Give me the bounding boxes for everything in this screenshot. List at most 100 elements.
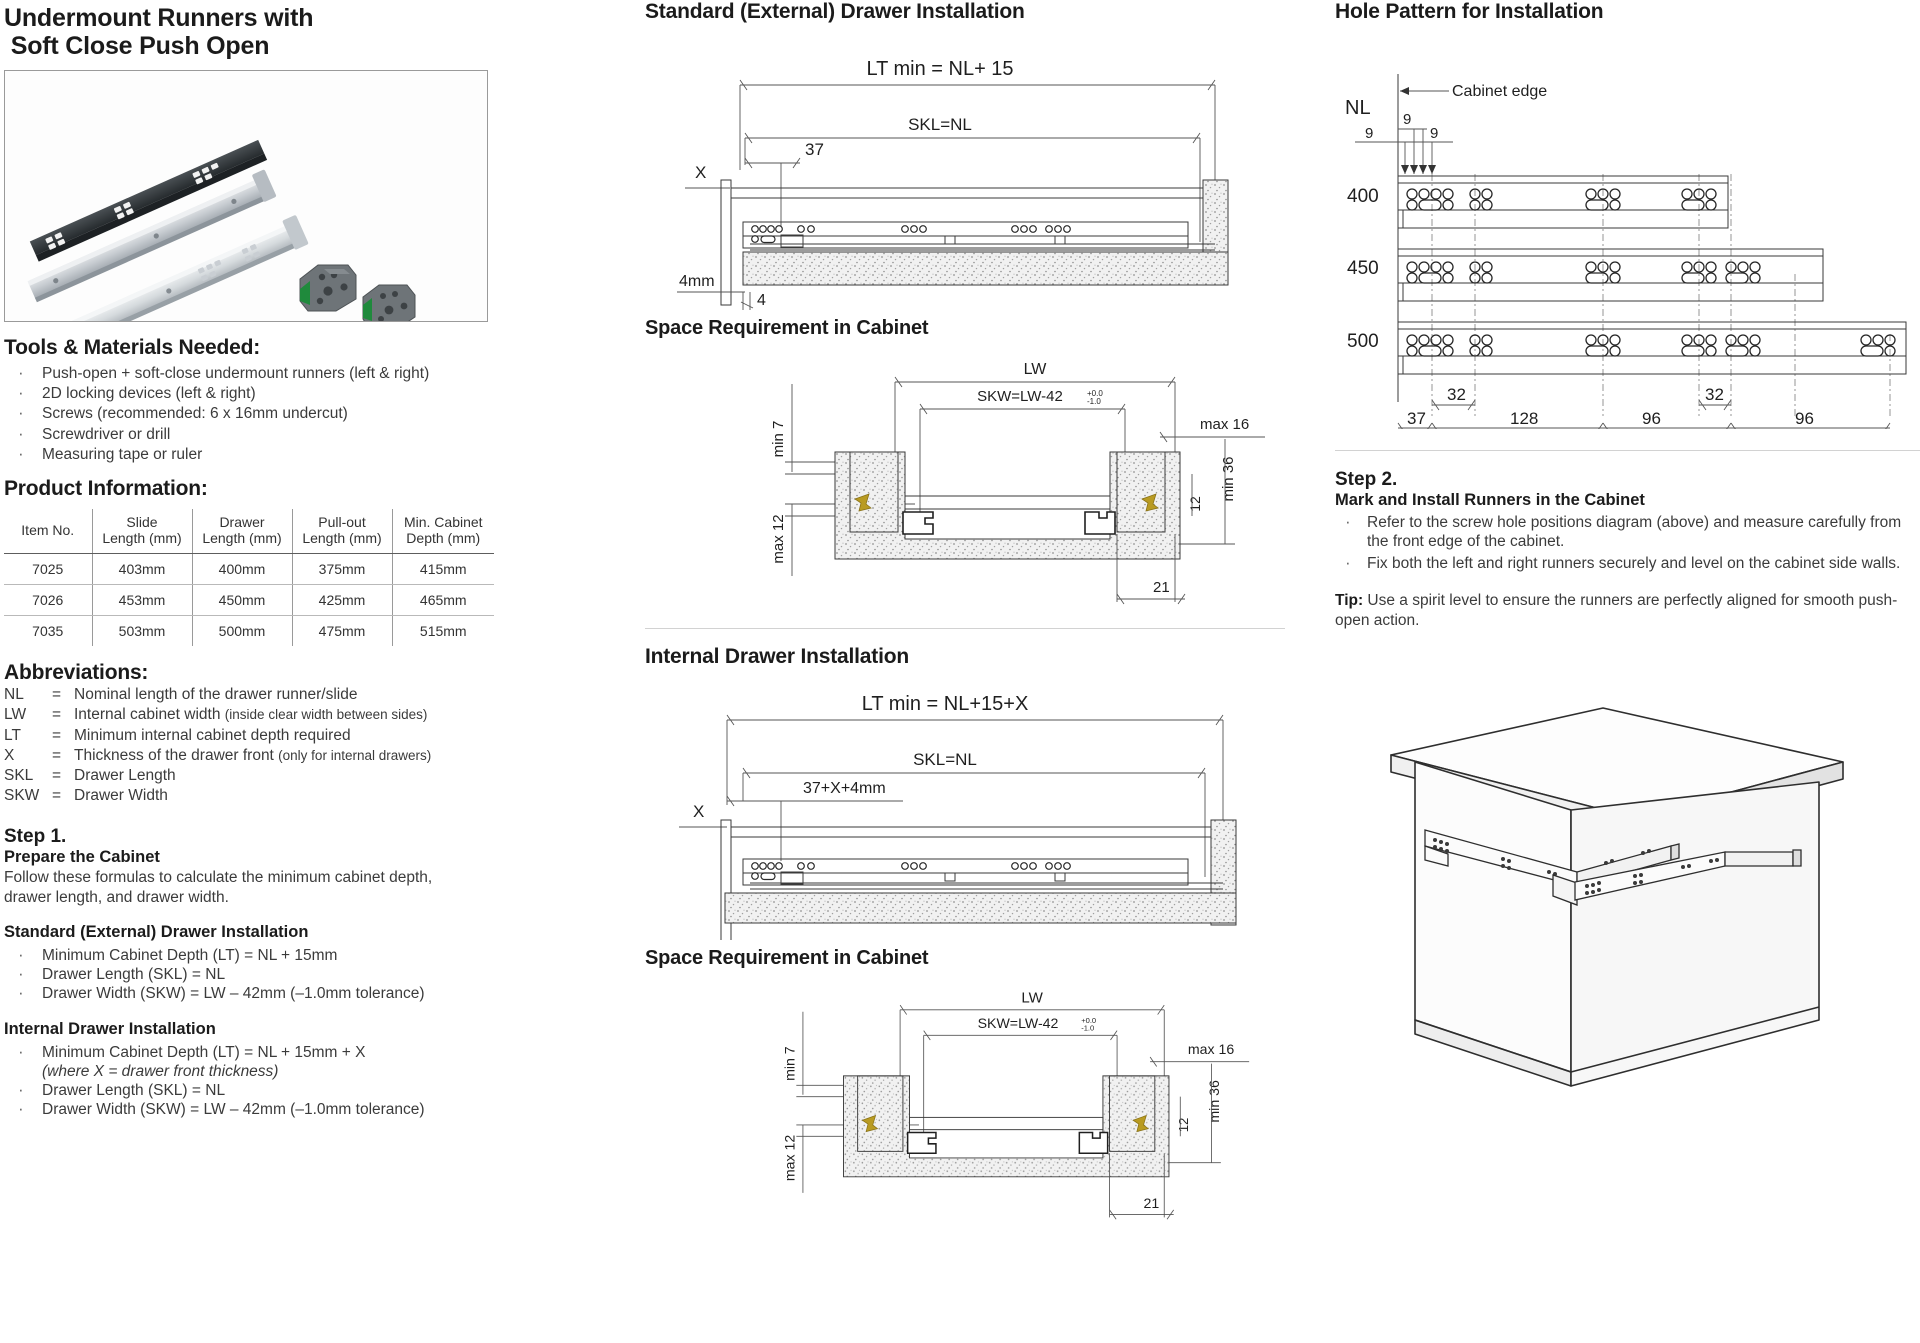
dim-9-left: 9 [1365,125,1373,142]
dim-x-label: X [695,163,706,182]
hole-nl-label: NL [1345,97,1371,119]
dim-skw-label-2: SKW=LW-42 [978,1015,1059,1031]
cell-pullout-length: 425mm [292,584,393,617]
internal-install-list: Minimum Cabinet Depth (LT) = NL + 15mm +… [4,1041,612,1120]
abbreviations-heading: Abbreviations: [4,661,149,685]
list-item: Minimum Cabinet Depth (LT) = NL + 15mm [4,944,612,965]
section-divider [645,628,1285,629]
dim-32-left: 32 [1447,385,1466,404]
dim-skl-label: SKL=NL [908,115,972,134]
column-header: Item No. [4,509,93,555]
column-header: Pull-out Length (mm) [292,509,393,555]
section-divider-right [1335,450,1920,451]
table-row: 7025 403mm 400mm 375mm 415mm [4,553,494,586]
tools-heading: Tools & Materials Needed: [4,336,261,359]
column-header: Drawer Length (mm) [192,509,293,555]
abbreviation-row: X = Thickness of the drawer front (only … [4,746,432,764]
dim-37: 37 [1407,409,1426,428]
dim-min36-label: min 36 [1220,456,1237,501]
standard-install-list: Minimum Cabinet Depth (LT) = NL + 15mm D… [4,944,612,1004]
abbreviation-row: LT = Minimum internal cabinet depth requ… [4,726,351,744]
internal-note: (where X = drawer front thickness) [42,1062,279,1080]
dim-skw-tol-dn-2: -1.0 [1081,1024,1094,1033]
dim-skw-tol-up-2: +0.0 [1081,1016,1096,1025]
list-item: Drawer Length (SKL) = NL [4,963,612,984]
cell-drawer-length: 400mm [192,553,293,586]
cell-slide-length: 453mm [92,584,193,617]
dim-skw-tol-up: +0.0 [1087,389,1103,398]
abbreviations-list: NL = Nominal length of the drawer runner… [4,685,612,806]
list-item: Screws (recommended: 6 x 16mm undercut) [4,402,612,423]
dim-max16-label-2: max 16 [1188,1041,1235,1057]
list-item: Drawer Width (SKW) = LW – 42mm (–1.0mm t… [4,1098,612,1119]
cabinet-edge-label: Cabinet edge [1452,83,1547,100]
column-header: Min. Cabinet Depth (mm) [392,509,494,555]
step1-label: Step 1. [4,826,67,848]
standard-install-heading: Standard (External) Drawer Installation [4,922,309,941]
left-column: Undermount Runners with Soft Close Push … [0,0,620,1343]
dim-min36-label-2: min 36 [1206,1080,1222,1123]
tip-label: Tip: [1335,592,1364,610]
product-photo [4,70,488,322]
step2-subtitle: Mark and Install Runners in the Cabinet [1335,491,1645,509]
dim-21-label: 21 [1153,579,1170,596]
hole-row-label-450: 450 [1347,258,1379,279]
dim-9-top: 9 [1403,111,1411,128]
mid-standard-heading: Standard (External) Drawer Installation [645,0,1025,23]
middle-column: Standard (External) Drawer Installation … [645,0,1315,1343]
cell-pullout-length: 375mm [292,553,393,586]
dim-4-label: 4 [757,292,766,309]
title-line-1: Undermount Runners with [4,4,314,32]
hole-pattern-heading: Hole Pattern for Installation [1335,0,1604,23]
abbreviation-row: SKL = Drawer Length [4,766,176,784]
product-info-table: Item No. Slide Length (mm) Drawer Length… [4,509,494,647]
cabinet-3d-illustration [1390,707,1844,1087]
dim-min7-label-2: min 7 [781,1046,797,1081]
list-item: Drawer Width (SKW) = LW – 42mm (–1.0mm t… [4,982,612,1003]
dim-96-b: 96 [1795,409,1814,428]
space-requirement-diagram-2: LW SKW=LW-42 +0.0 -1.0 min 7 max 16 min … [781,989,1250,1220]
list-item: Minimum Cabinet Depth (LT) = NL + 15mm +… [4,1041,612,1081]
step2-label: Step 2. [1335,469,1398,490]
cell-min-depth: 415mm [392,553,494,586]
standard-drawer-section-diagram: LT min = NL+ 15 SKL=NL 37 X [677,58,1229,310]
list-item: Measuring tape or ruler [4,443,612,464]
cell-item-no: 7026 [4,584,93,617]
cell-min-depth: 515mm [419,623,467,640]
cell-pullout-length: 475mm [292,615,393,647]
column-header: Slide Length (mm) [92,509,193,555]
tip-text: Use a spirit level to ensure the runners… [1335,592,1898,629]
dim-12-right-label: 12 [1187,496,1203,512]
cell-slide-length: 403mm [92,553,193,586]
dim-lw-label-2: LW [1021,989,1043,1006]
step2-tip: Tip: Use a spirit level to ensure the ru… [1335,591,1920,630]
page-title: Undermount Runners with Soft Close Push … [4,4,612,60]
cell-drawer-length: 450mm [192,584,293,617]
cell-item-no: 7035 [4,615,93,647]
product-info-heading: Product Information: [4,477,208,501]
table-header-row: Item No. Slide Length (mm) Drawer Length… [4,509,494,555]
table-row: 7035 503mm 500mm 475mm 515mm [4,615,494,647]
dim-9-right: 9 [1430,125,1438,142]
dim-4mm-label: 4mm [679,273,715,290]
space-requirement-heading-2: Space Requirement in Cabinet [645,947,929,969]
rail-450 [1397,248,1824,302]
hole-row-label-400: 400 [1347,186,1379,207]
dim-x-label-internal: X [693,802,704,821]
rail-500 [1397,321,1907,375]
step1-intro: Follow these formulas to calculate the m… [4,869,433,906]
hole-pattern-diagram: NL Cabinet edge 9 9 9 [1345,74,1907,434]
dim-skl-label-internal: SKL=NL [913,750,977,769]
step2-list: Refer to the screw hole positions diagra… [1335,511,1920,573]
internal-drawer-section-diagram: LT min = NL+15+X SKL=NL 37+X+4mm X [679,693,1237,943]
right-column: Hole Pattern for Installation NL Cabinet… [1335,0,1920,1343]
list-item: 2D locking devices (left & right) [4,382,612,403]
dim-37x4-label: 37+X+4mm [803,780,886,797]
dim-128: 128 [1510,409,1538,428]
dim-max16-label: max 16 [1200,416,1249,433]
list-item: Screwdriver or drill [4,423,612,444]
table-row: 7026 453mm 450mm 425mm 465mm [4,584,494,617]
title-line-2: Soft Close Push Open [10,32,270,60]
list-item: Push-open + soft-close undermount runner… [4,362,612,383]
